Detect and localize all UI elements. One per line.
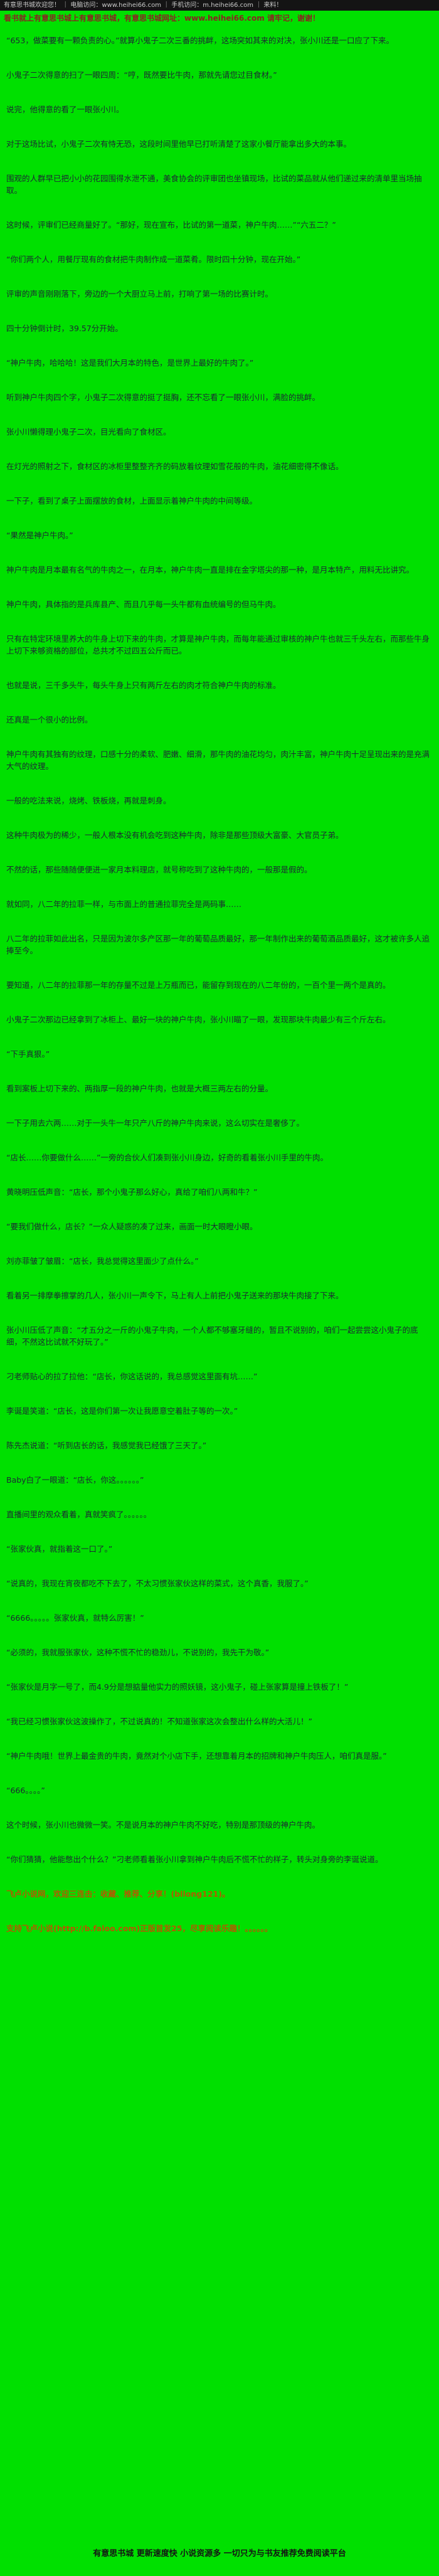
- paragraph: 这时候，评审们已经商量好了。“那好，现在宣布，比试的第一道菜，神户牛肉……”“六…: [6, 220, 336, 230]
- paragraph: 看到案板上切下来的、两指厚一段的神户牛肉，也就是大概三两左右的分量。: [6, 1084, 273, 1093]
- paragraph: 就如同，八二年的拉菲一样，与市面上的普通拉菲完全是两码事……: [6, 899, 242, 909]
- paragraph: 一般的吃法来说，烧烤、铁板烧，再就是刺身。: [6, 796, 171, 805]
- paragraph: 张小川压低了声音：“才五分之一斤的小鬼子牛肉，一个人都不够塞牙缝的，暂且不说别的…: [6, 1325, 418, 1347]
- footer-text: 有意思书城 更新速度快 小说资源多 一切只为与书友推荐免费阅读平台: [93, 2549, 346, 2558]
- paragraph: 也就是说，三千多头牛，每头牛身上只有两斤左右的肉才符合神户牛肉的标准。: [6, 681, 281, 690]
- paragraph: 评审的声音刚刚落下，旁边的一个大厨立马上前，打响了第一场的比赛计时。: [6, 289, 273, 299]
- site-footer: 有意思书城 更新速度快 小说资源多 一切只为与书友推荐免费阅读平台: [0, 2521, 439, 2576]
- paragraph: 说完，他得意的看了一眼张小川。: [6, 105, 124, 114]
- paragraph: 四十分钟倒计时，39.57分开始。: [6, 324, 123, 333]
- paragraph: 对于这场比试，小鬼子二次有恃无恐，这段时间里他早已打听清楚了这家小餐厅能拿出多大…: [6, 139, 352, 149]
- topbar-text: 有意思书城欢迎您！ ｜ 电脑访问：www.heihei66.com ｜ 手机访问…: [4, 2, 283, 9]
- paragraph: 这个时候，张小川也微微一笑。不是说月本的神户牛肉不好吃，特别是那顶级的神户牛肉。: [6, 1820, 320, 1830]
- paragraph: 神户牛肉有其独有的纹理，口感十分的柔软、肥嫩、细滑，那牛肉的油花均匀，肉汁丰富，…: [6, 750, 430, 771]
- paragraph: 黄晓明压低声音：“店长，那个小鬼子那么好心，真给了咱们八两和牛？”: [6, 1187, 258, 1197]
- paragraph: “666。。。。”: [6, 1786, 45, 1795]
- paragraph: “张家伙是月字一号了，而4.9分是想掂量他实力的照妖镜，这小鬼子，碰上张家算是撞…: [6, 1682, 349, 1692]
- paragraph: 只有在特定环境里养大的牛身上切下来的牛肉，才算是神户牛肉，而每年能通过审核的神户…: [6, 634, 430, 655]
- paragraph: 小鬼子二次得意的扫了一眼四周：“哼，既然要比牛肉，那就先请您过目食材。”: [6, 70, 277, 80]
- paragraph: 张小川懒得理小鬼子二次，目光看向了食材区。: [6, 427, 171, 437]
- paragraph: 一下子，看到了桌子上面摆放的食材，上面显示着神户牛肉的中间等级。: [6, 496, 258, 506]
- paragraph: “果然是神户牛肉。”: [6, 531, 73, 540]
- paragraph: 小鬼子二次那边已经拿到了冰柜上、最好一块的神户牛肉，张小川瞄了一眼，发现那块牛肉…: [6, 1015, 391, 1024]
- paragraph: “张家伙真，就指着这一口了。”: [6, 1544, 113, 1554]
- paragraph: “下手真狠。”: [6, 1049, 50, 1059]
- paragraph: 这种牛肉极为的稀少，一般人根本没有机会吃到这种牛肉，除非是那些顶级大富豪、大官员…: [6, 830, 344, 840]
- paragraph: “我已经习惯张家伙这波操作了，不过说真的！不知道张家这次会整出什么样的大活儿！”: [6, 1717, 312, 1726]
- paragraph: “神户牛肉，哈哈哈！这是我们大月本的特色，是世界上最好的牛肉了。”: [6, 358, 254, 368]
- paragraph: 支持飞卢小说(http://b.faloo.com)正版首发25，尽享阅读乐趣！…: [6, 1924, 273, 1933]
- paragraph: “必须的，我就服张家伙，这种不慌不忙的稳劲儿，不说别的，我先干为敬。”: [6, 1648, 270, 1657]
- paragraph: 刘亦菲皱了皱眉：“店长，我总觉得这里面少了点什么。”: [6, 1256, 199, 1266]
- paragraph: 直播间里的观众看着，真就笑疯了。。。。。。: [6, 1510, 152, 1519]
- paragraph: 在灯光的照射之下，食材区的冰柜里整整齐齐的码放着纹理如雪花般的牛肉，油花细密得不…: [6, 462, 344, 471]
- paragraph: “要我们做什么，店长？”一众人疑惑的凑了过来，画面一时大眼瞪小眼。: [6, 1222, 258, 1231]
- paragraph: “你们两个人，用餐厅现有的食材把牛肉制作成一道菜肴。限时四十分钟，现在开始。”: [6, 255, 301, 264]
- paragraph: 不然的话，那些随随便便进一家月本料理店，就号称吃到了这种牛肉的，一般那是假的。: [6, 865, 312, 874]
- paragraph: Baby白了一眼道：“店长，你这。。。。。。”: [6, 1475, 144, 1485]
- paragraph: “6666。。。。。张家伙真，就特么厉害！”: [6, 1613, 144, 1623]
- paragraph: 围观的人群早已把小小的花园围得水泄不通，美食协会的评审团也坐镇现场，比试的菜品就…: [6, 174, 422, 195]
- paragraph: “说真的，我现在宵夜都吃不下去了，不太习惯张家伙这样的菜式，这个真香，我服了。”: [6, 1579, 309, 1588]
- paragraph: 一下子用去六两……对于一头牛一年只产八斤的神户牛肉来说，这么切实在是奢侈了。: [6, 1118, 305, 1128]
- paragraph: 陈先杰说道：“听到店长的话，我感觉我已经饿了三天了。”: [6, 1441, 207, 1450]
- novel-body: “653，做菜要有一颗负责的心。”就算小鬼子二次三番的挑衅，这场突如其来的对决，…: [0, 28, 439, 1957]
- paragraph: 刁老师贴心的拉了拉他：“店长，你这话说的，我总感觉这里面有坑……”: [6, 1372, 258, 1381]
- site-topbar: 有意思书城欢迎您！ ｜ 电脑访问：www.heihei66.com ｜ 手机访问…: [0, 0, 439, 11]
- paragraph: 神户牛肉是月本最有名气的牛肉之一，在月本，神户牛肉一直是排在金字塔尖的那一种，是…: [6, 565, 415, 575]
- paragraph: 要知道，八二年的拉菲那一年的存量不过是上万瓶而已，能留存到现在的八二年份的，一百…: [6, 980, 391, 990]
- paragraph: 飞卢小说网，欢迎三连击：收藏、推荐、分享！(bllong121)。: [6, 1889, 230, 1899]
- promo-text: 看书就上有意思书城上有意思书城，有意思书城网址：www.heihei66.com…: [4, 14, 320, 23]
- paragraph: 八二年的拉菲如此出名，只是因为波尔多产区那一年的葡萄品质最好，那一年制作出来的葡…: [6, 934, 430, 955]
- paragraph: 还真是一个很小的比例。: [6, 715, 93, 724]
- paragraph: “店长……你要做什么……”一旁的合伙人们凑到张小川身边，好奇的看着张小川手里的牛…: [6, 1153, 328, 1162]
- paragraph: 听到神户牛肉四个字，小鬼子二次得意的挺了挺胸，还不忘看了一眼张小川，满脸的挑衅。: [6, 393, 320, 402]
- paragraph: “你们猜猜，他能憋出个什么？”刁老师看着张小川拿到神户牛肉后不慌不忙的样子，转头…: [6, 1855, 383, 1864]
- site-promo-line: 看书就上有意思书城上有意思书城，有意思书城网址：www.heihei66.com…: [0, 11, 439, 28]
- paragraph: “653，做菜要有一颗负责的心。”就算小鬼子二次三番的挑衅，这场突如其来的对决，…: [6, 36, 394, 45]
- paragraph: 看着另一排摩拳擦掌的几人，张小川一声令下，马上有人上前把小鬼子送来的那块牛肉接了…: [6, 1291, 344, 1300]
- paragraph: 李诞是笑道：“店长，这是你们第一次让我愿意空着肚子等的一次。”: [6, 1406, 238, 1416]
- paragraph: 神户牛肉，具体指的是兵库县产、而且几乎每一头牛都有血统编号的但马牛肉。: [6, 600, 281, 609]
- paragraph: “神户牛肉哦！世界上最金贵的牛肉，竟然对个小店下手，还想靠着月本的招牌和神户牛肉…: [6, 1751, 387, 1761]
